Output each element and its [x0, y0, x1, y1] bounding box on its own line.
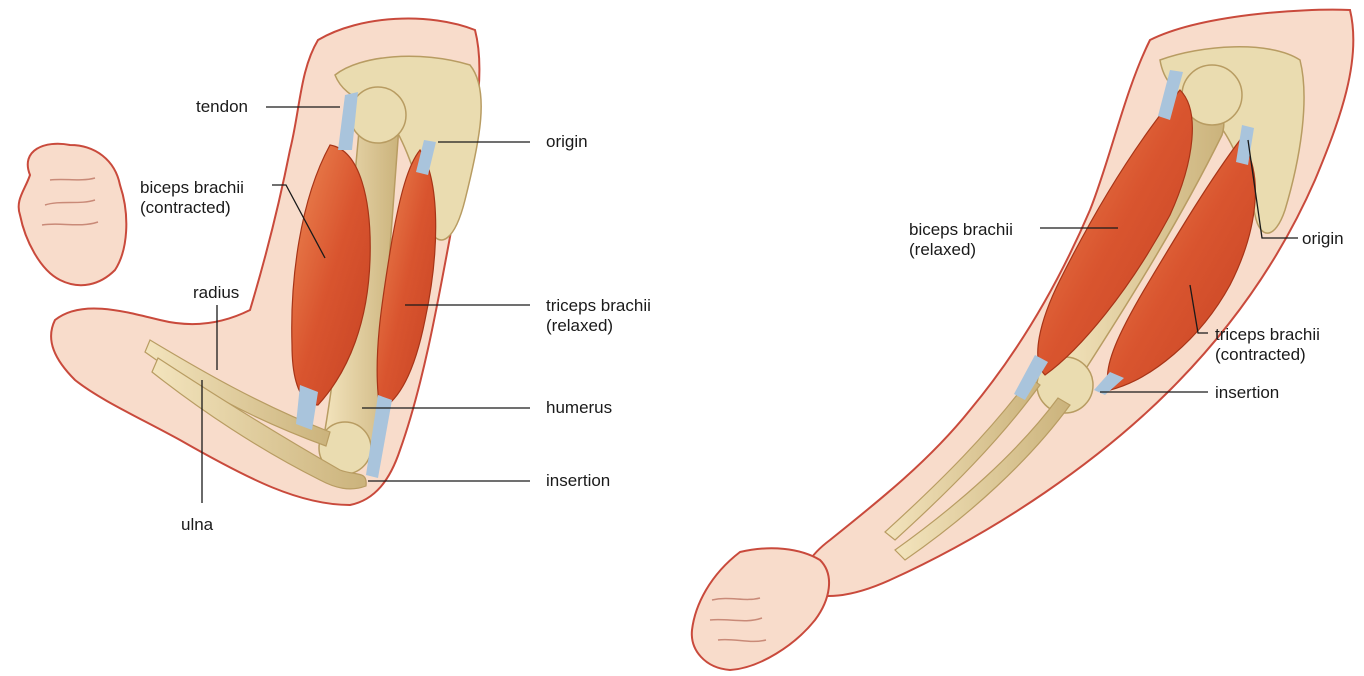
left-humeral-head [350, 87, 406, 143]
label-triceps-left-line1: triceps brachii [546, 296, 651, 316]
label-insertion-right-text: insertion [1215, 383, 1279, 403]
label-radius-text: radius [193, 283, 239, 303]
label-origin-right: origin [1302, 229, 1344, 249]
label-humerus: humerus [546, 398, 612, 418]
label-biceps-right: biceps brachii (relaxed) [909, 220, 1013, 260]
label-insertion-left: insertion [546, 471, 610, 491]
label-triceps-left: triceps brachii (relaxed) [546, 296, 651, 336]
label-radius: radius [193, 283, 239, 303]
label-tendon-text: tendon [196, 97, 248, 117]
label-insertion-right: insertion [1215, 383, 1279, 403]
label-humerus-text: humerus [546, 398, 612, 418]
label-triceps-right-line2: (contracted) [1215, 345, 1320, 365]
right-fist [692, 548, 829, 670]
label-triceps-right-line1: triceps brachii [1215, 325, 1320, 345]
label-origin-left: origin [546, 132, 588, 152]
label-biceps-left-line1: biceps brachii [140, 178, 244, 198]
label-ulna: ulna [181, 515, 213, 535]
label-origin-right-text: origin [1302, 229, 1344, 249]
label-biceps-right-line1: biceps brachii [909, 220, 1013, 240]
label-biceps-left-line2: (contracted) [140, 198, 244, 218]
label-triceps-right: triceps brachii (contracted) [1215, 325, 1320, 365]
label-triceps-left-line2: (relaxed) [546, 316, 651, 336]
label-tendon: tendon [196, 97, 248, 117]
left-arm [19, 19, 482, 505]
left-fist [19, 144, 127, 285]
label-origin-left-text: origin [546, 132, 588, 152]
label-biceps-right-line2: (relaxed) [909, 240, 1013, 260]
label-biceps-left: biceps brachii (contracted) [140, 178, 244, 218]
label-ulna-text: ulna [181, 515, 213, 535]
label-insertion-left-text: insertion [546, 471, 610, 491]
